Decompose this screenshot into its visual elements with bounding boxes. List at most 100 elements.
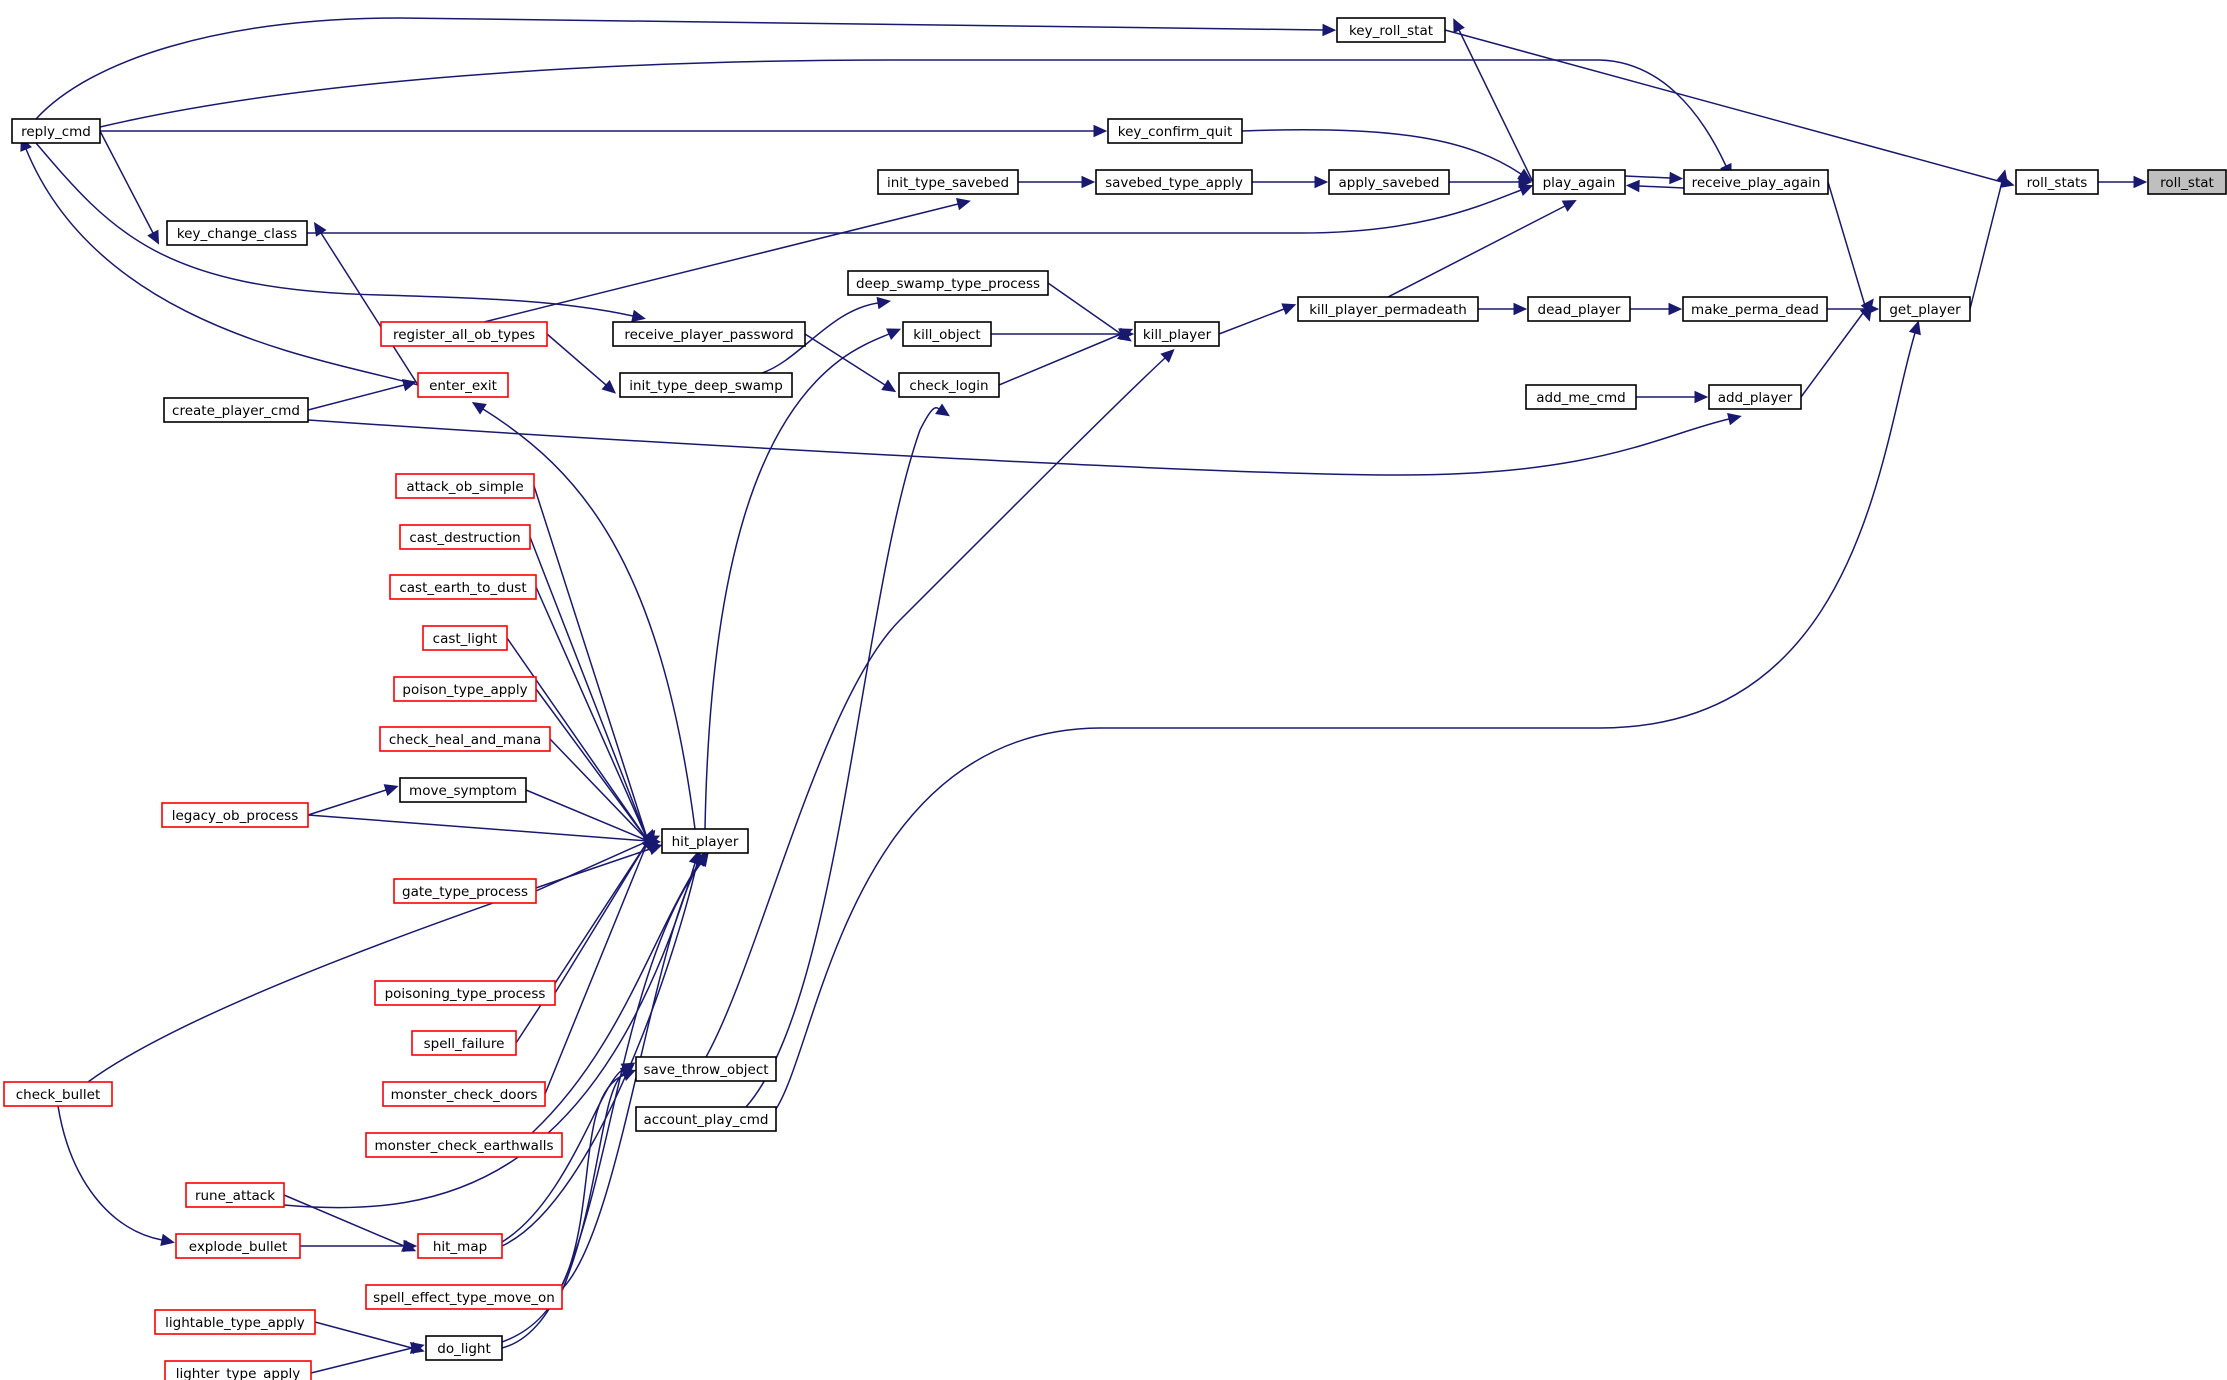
node-label: receive_play_again — [1692, 175, 1821, 191]
node-receive_play_again[interactable]: receive_play_again — [1683, 169, 1829, 195]
node-check_login[interactable]: check_login — [898, 372, 1000, 398]
node-box — [417, 1233, 503, 1259]
node-init_type_savebed[interactable]: init_type_savebed — [877, 169, 1019, 195]
arrowhead-icon — [695, 852, 709, 868]
node-label: legacy_ob_process — [172, 808, 299, 824]
node-kill_player_permadeath[interactable]: kill_player_permadeath — [1297, 296, 1479, 322]
node-box — [411, 1030, 517, 1056]
node-label: kill_object — [913, 327, 980, 343]
node-cast_destruction[interactable]: cast_destruction — [399, 524, 531, 550]
arrowhead-icon — [1093, 124, 1108, 138]
node-label: account_play_cmd — [643, 1112, 768, 1128]
edge-line — [87, 848, 651, 1083]
node-label: cast_destruction — [409, 530, 520, 546]
node-cast_earth_to_dust[interactable]: cast_earth_to_dust — [389, 574, 537, 600]
node-box — [877, 169, 1019, 195]
node-monster_check_doors[interactable]: monster_check_doors — [382, 1081, 546, 1107]
node-spell_effect_type_move_on[interactable]: spell_effect_type_move_on — [365, 1284, 563, 1310]
node-kill_player[interactable]: kill_player — [1134, 321, 1220, 347]
node-cast_light[interactable]: cast_light — [422, 625, 508, 651]
node-lighter_type_apply[interactable]: lighter_type_apply — [164, 1360, 312, 1380]
edge-line — [314, 1321, 413, 1349]
node-roll_stats[interactable]: roll_stats — [2015, 169, 2099, 195]
edge-attack_ob_simple-to-hit_player — [533, 485, 654, 854]
node-move_symptom[interactable]: move_symptom — [399, 777, 527, 803]
node-label: apply_savebed — [1339, 175, 1440, 191]
node-label: cast_earth_to_dust — [399, 580, 526, 596]
node-deep_swamp_type_process[interactable]: deep_swamp_type_process — [847, 270, 1049, 296]
edge-play_again-to-receive_play_again — [1624, 171, 1684, 185]
node-label: cast_light — [433, 631, 498, 647]
edge-line — [535, 840, 649, 892]
node-check_heal_and_mana[interactable]: check_heal_and_mana — [379, 726, 551, 752]
arrowhead-icon — [1160, 348, 1175, 363]
node-check_bullet[interactable]: check_bullet — [3, 1081, 113, 1107]
node-key_confirm_quit[interactable]: key_confirm_quit — [1107, 118, 1243, 144]
node-hit_player[interactable]: hit_player — [661, 828, 749, 854]
edge-deep_swamp_type_process-to-kill_player — [1047, 282, 1132, 342]
node-box — [3, 1081, 113, 1107]
edge-line — [99, 130, 154, 234]
node-poisoning_type_process[interactable]: poisoning_type_process — [374, 980, 556, 1006]
node-get_player[interactable]: get_player — [1879, 296, 1971, 322]
node-label: monster_check_earthwalls — [374, 1138, 553, 1154]
node-box — [847, 270, 1049, 296]
node-add_player[interactable]: add_player — [1708, 384, 1802, 410]
node-make_perma_dead[interactable]: make_perma_dead — [1682, 296, 1828, 322]
node-gate_type_process[interactable]: gate_type_process — [393, 878, 537, 904]
node-box — [2147, 169, 2227, 195]
node-add_me_cmd[interactable]: add_me_cmd — [1525, 384, 1637, 410]
edge-line — [1969, 181, 2003, 310]
edge-line — [804, 333, 886, 386]
arrowhead-icon — [2133, 175, 2148, 189]
node-label: reply_cmd — [21, 124, 91, 140]
edge-line — [35, 17, 1324, 120]
edge-check_heal_and_mana-to-hit_player — [549, 738, 658, 851]
node-create_player_cmd[interactable]: create_player_cmd — [163, 397, 309, 423]
node-hit_map[interactable]: hit_map — [417, 1233, 503, 1259]
node-lightable_type_apply[interactable]: lightable_type_apply — [154, 1309, 316, 1335]
node-reply_cmd[interactable]: reply_cmd — [11, 118, 101, 144]
node-spell_failure[interactable]: spell_failure — [411, 1030, 517, 1056]
edges-layer — [20, 17, 2148, 1374]
node-play_again[interactable]: play_again — [1532, 169, 1626, 195]
node-enter_exit[interactable]: enter_exit — [417, 372, 509, 398]
node-apply_savebed[interactable]: apply_savebed — [1328, 169, 1450, 195]
node-poison_type_apply[interactable]: poison_type_apply — [393, 676, 537, 702]
node-do_light[interactable]: do_light — [425, 1335, 503, 1361]
node-monster_check_earthwalls[interactable]: monster_check_earthwalls — [365, 1132, 563, 1158]
node-key_change_class[interactable]: key_change_class — [166, 220, 308, 246]
edge-line — [482, 408, 696, 830]
node-explode_bullet[interactable]: explode_bullet — [175, 1233, 301, 1259]
node-label: enter_exit — [429, 378, 497, 394]
node-kill_object[interactable]: kill_object — [902, 321, 992, 347]
node-legacy_ob_process[interactable]: legacy_ob_process — [161, 802, 309, 828]
edge-line — [483, 203, 959, 323]
node-label: hit_map — [433, 1239, 487, 1255]
node-box — [163, 397, 309, 423]
node-box — [612, 321, 806, 347]
node-rune_attack[interactable]: rune_attack — [185, 1182, 285, 1208]
node-register_all_ob_types[interactable]: register_all_ob_types — [380, 321, 548, 347]
node-init_type_deep_swamp[interactable]: init_type_deep_swamp — [619, 372, 793, 398]
node-key_roll_stat[interactable]: key_roll_stat — [1336, 17, 1446, 43]
arrowhead-icon — [1081, 175, 1096, 189]
node-box — [399, 777, 527, 803]
edge-line — [283, 862, 696, 1209]
node-save_throw_object[interactable]: save_throw_object — [635, 1056, 777, 1082]
edge-line — [544, 840, 649, 1095]
node-label: check_heal_and_mana — [389, 732, 541, 748]
edge-line — [310, 1347, 413, 1374]
node-box — [661, 828, 749, 854]
node-account_play_cmd[interactable]: account_play_cmd — [635, 1106, 777, 1132]
node-dead_player[interactable]: dead_player — [1527, 296, 1631, 322]
node-savebed_type_apply[interactable]: savebed_type_apply — [1095, 169, 1253, 195]
node-attack_ob_simple[interactable]: attack_ob_simple — [395, 473, 535, 499]
edge-line — [761, 302, 879, 374]
edge-kill_player_permadeath-to-dead_player — [1478, 302, 1528, 316]
node-receive_player_password[interactable]: receive_player_password — [612, 321, 806, 347]
node-label: gate_type_process — [402, 884, 528, 900]
node-label: register_all_ob_types — [393, 327, 535, 343]
edge-dead_player-to-make_perma_dead — [1630, 302, 1683, 316]
edge-kill_player_permadeath-to-play_again — [1387, 199, 1577, 298]
